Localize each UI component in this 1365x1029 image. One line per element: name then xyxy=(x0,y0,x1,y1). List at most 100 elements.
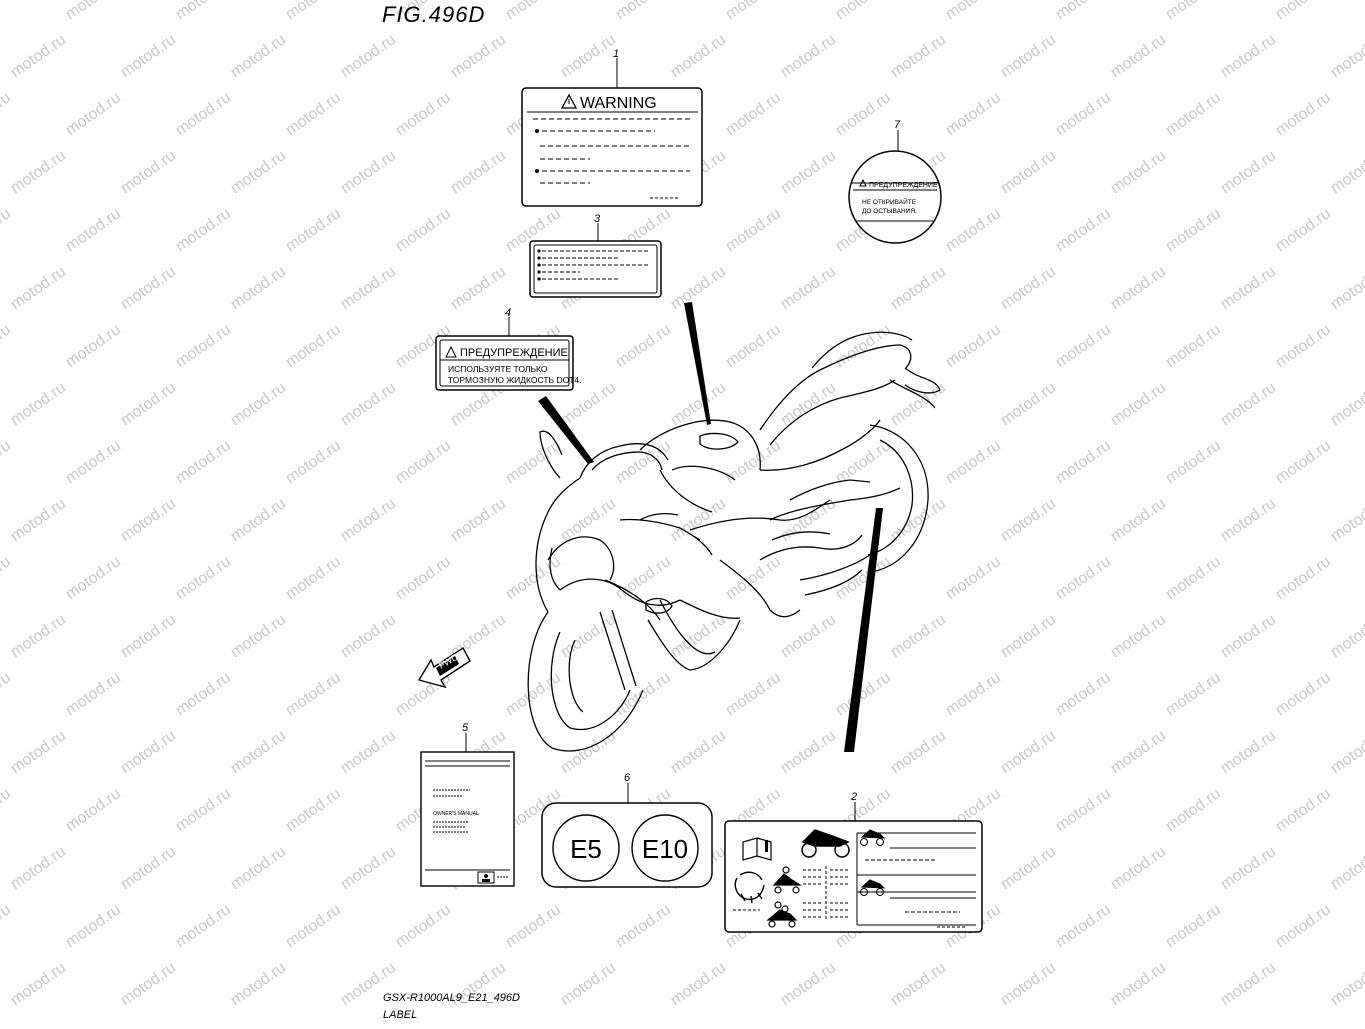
watermark-text: motod.ru xyxy=(888,959,949,1009)
watermark-text: motod.ru xyxy=(1273,321,1334,371)
watermark-text: motod.ru xyxy=(8,263,69,313)
watermark-text: motod.ru xyxy=(173,901,234,951)
watermark-text: motod.ru xyxy=(63,0,124,23)
watermark-text: motod.ru xyxy=(63,901,124,951)
watermark-text: motod.ru xyxy=(8,727,69,777)
watermark-text: motod.ru xyxy=(0,0,14,23)
watermark-text: motod.ru xyxy=(118,379,179,429)
watermark-text: motod.ru xyxy=(1163,205,1224,255)
watermark-text: motod.ru xyxy=(998,495,1059,545)
watermark-text: motod.ru xyxy=(1108,379,1169,429)
watermark-text: motod.ru xyxy=(1053,553,1114,603)
fuel-e5: E5 xyxy=(570,834,602,864)
watermark-text: motod.ru xyxy=(503,553,564,603)
watermark-text: motod.ru xyxy=(888,611,949,661)
warning-triangle-icon xyxy=(859,178,867,187)
forward-arrow: FWD xyxy=(417,646,471,689)
watermark-text: motod.ru xyxy=(118,31,179,81)
watermark-text: motod.ru xyxy=(998,843,1059,893)
watermark-text: motod.ru xyxy=(1218,147,1279,197)
watermark-text: motod.ru xyxy=(283,553,344,603)
watermark-text: motod.ru xyxy=(1108,495,1169,545)
watermark-text: motod.ru xyxy=(833,0,894,23)
watermark-text: motod.ru xyxy=(833,89,894,139)
watermark-text: motod.ru xyxy=(888,31,949,81)
watermark-text: motod.ru xyxy=(1328,147,1365,197)
watermark-text: motod.ru xyxy=(1108,727,1169,777)
label-7-radiator-cap[interactable]: ПРЕДУПРЕЖДЕНИЕ НЕ ОТКРИВАЙТЕ ДО ОСТЫВАНИ… xyxy=(848,119,942,244)
watermark-text: motod.ru xyxy=(8,611,69,661)
watermark-text: motod.ru xyxy=(173,205,234,255)
watermark-text: motod.ru xyxy=(1273,669,1334,719)
watermark-text: motod.ru xyxy=(998,147,1059,197)
watermark-text: motod.ru xyxy=(0,89,14,139)
watermark-text: motod.ru xyxy=(173,785,234,835)
tire-pressure-icon xyxy=(734,871,765,904)
rider-solo-icon xyxy=(772,866,803,894)
watermark-text: motod.ru xyxy=(228,959,289,1009)
watermark-text: motod.ru xyxy=(998,379,1059,429)
watermark-text: motod.ru xyxy=(723,89,784,139)
watermark-text: motod.ru xyxy=(448,31,509,81)
watermark-text: motod.ru xyxy=(1328,611,1365,661)
watermark-text: motod.ru xyxy=(998,611,1059,661)
label-3-info[interactable]: 3 xyxy=(529,213,662,298)
watermark-text: motod.ru xyxy=(228,147,289,197)
watermark-text: motod.ru xyxy=(283,89,344,139)
watermark-text: motod.ru xyxy=(1273,0,1334,23)
watermark-text: motod.ru xyxy=(1273,785,1334,835)
watermark-text: motod.ru xyxy=(228,495,289,545)
watermark-text: motod.ru xyxy=(173,89,234,139)
watermark-text: motod.ru xyxy=(448,263,509,313)
watermark-text: motod.ru xyxy=(393,89,454,139)
item-5-owners-manual[interactable]: OWNER'S MANUAL 5 xyxy=(420,722,515,887)
watermark-text: motod.ru xyxy=(63,321,124,371)
watermark-text: motod.ru xyxy=(1163,0,1224,23)
watermark-text: motod.ru xyxy=(668,31,729,81)
watermark-text: motod.ru xyxy=(1273,553,1334,603)
watermark-text: motod.ru xyxy=(0,437,14,487)
watermark-text: motod.ru xyxy=(1163,437,1224,487)
watermark-text: motod.ru xyxy=(558,611,619,661)
cap-label-line2: ДО ОСТЫВАНИЯ. xyxy=(862,208,917,215)
watermark-text: motod.ru xyxy=(228,727,289,777)
watermark-text: motod.ru xyxy=(8,843,69,893)
watermark-text: motod.ru xyxy=(613,0,674,23)
pointer-wedge-2 xyxy=(844,508,883,752)
watermark-text: motod.ru xyxy=(998,31,1059,81)
watermark-text: motod.ru xyxy=(1328,727,1365,777)
watermark-text: motod.ru xyxy=(228,263,289,313)
watermark-text: motod.ru xyxy=(8,31,69,81)
label-4-brake-fluid[interactable]: ПРЕДУПРЕЖДЕНИЕ ИСПОЛЬЗУЯТЕ ТОЛЬКО ТОРМОЗ… xyxy=(435,307,582,391)
cap-label-line1: НЕ ОТКРИВАЙТЕ xyxy=(862,197,917,206)
motorcycle-illustration xyxy=(527,331,941,752)
watermark-text: motod.ru xyxy=(778,959,839,1009)
watermark-text: motod.ru xyxy=(503,0,564,23)
watermark-text: motod.ru xyxy=(118,843,179,893)
cap-label-heading: ПРЕДУПРЕЖДЕНИЕ xyxy=(869,182,938,189)
label-6-fuel[interactable]: E5 E10 6 xyxy=(541,772,713,888)
watermark-text: motod.ru xyxy=(1163,321,1224,371)
watermark-text: motod.ru xyxy=(1328,379,1365,429)
watermark-text: motod.ru xyxy=(1108,31,1169,81)
watermark-text: motod.ru xyxy=(668,495,729,545)
label-1-warning[interactable]: WARNING 1 xyxy=(521,48,703,207)
watermark-text: motod.ru xyxy=(118,611,179,661)
watermark-text: motod.ru xyxy=(1328,263,1365,313)
watermark-text: motod.ru xyxy=(1053,437,1114,487)
watermark-text: motod.ru xyxy=(173,0,234,23)
watermark-text: motod.ru xyxy=(558,727,619,777)
figure-title: FIG.496D xyxy=(382,2,486,27)
watermark-text: motod.ru xyxy=(0,901,14,951)
watermark-text: motod.ru xyxy=(0,205,14,255)
brake-label-line2: ТОРМОЗНУЮ ЖИДКОСТЬ DOT4. xyxy=(448,375,582,385)
callout-6: 6 xyxy=(624,772,631,784)
watermark-text: motod.ru xyxy=(1273,437,1334,487)
watermark-text: motod.ru xyxy=(1163,669,1224,719)
watermark-text: motod.ru xyxy=(558,31,619,81)
warning-triangle-icon xyxy=(560,93,578,109)
callout-5: 5 xyxy=(462,722,469,734)
manual-title: OWNER'S MANUAL xyxy=(433,811,479,817)
label-2-tire-info[interactable]: 2 xyxy=(724,791,983,933)
